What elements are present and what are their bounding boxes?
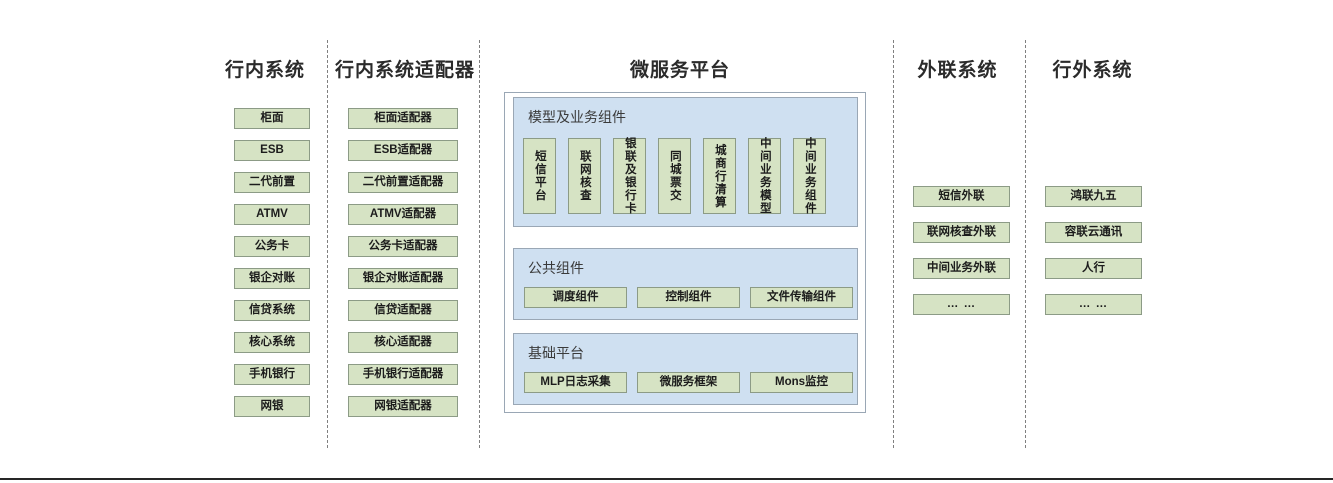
node-internal-adapter[interactable]: 核心适配器 xyxy=(348,332,458,353)
microservice-platform-frame xyxy=(504,92,866,413)
node-base-platform-component[interactable]: MLP日志采集 xyxy=(524,372,627,393)
column-divider-3 xyxy=(893,40,894,448)
column-divider-2 xyxy=(479,40,480,448)
node-external-link-system-more[interactable]: … … xyxy=(913,294,1010,315)
column-divider-1 xyxy=(327,40,328,448)
node-internal-system[interactable]: 信贷系统 xyxy=(234,300,310,321)
node-outside-bank-system[interactable]: 鸿联九五 xyxy=(1045,186,1142,207)
column-title-internal-adapters: 行内系统适配器 xyxy=(335,60,476,81)
node-base-platform-component[interactable]: 微服务框架 xyxy=(637,372,740,393)
panel-title-business-components: 模型及业务组件 xyxy=(528,109,626,125)
node-internal-system[interactable]: 核心系统 xyxy=(234,332,310,353)
node-external-link-system[interactable]: 短信外联 xyxy=(913,186,1010,207)
column-title-internal-systems: 行内系统 xyxy=(224,60,305,81)
node-business-component[interactable]: 中间业务模型 xyxy=(748,137,781,215)
node-public-component[interactable]: 调度组件 xyxy=(524,287,627,308)
column-title-microservice-platform: 微服务平台 xyxy=(629,60,730,81)
node-internal-adapter[interactable]: 二代前置适配器 xyxy=(348,172,458,193)
node-business-component[interactable]: 城商行清算 xyxy=(703,138,736,214)
column-title-external-link-systems: 外联系统 xyxy=(917,60,998,81)
column-title-outside-bank-systems: 行外系统 xyxy=(1052,60,1133,81)
node-internal-adapter[interactable]: ATMV适配器 xyxy=(348,204,458,225)
node-internal-system[interactable]: 手机银行 xyxy=(234,364,310,385)
column-divider-4 xyxy=(1025,40,1026,448)
node-base-platform-component[interactable]: Mons监控 xyxy=(750,372,853,393)
node-internal-adapter[interactable]: 手机银行适配器 xyxy=(348,364,458,385)
node-internal-system[interactable]: 公务卡 xyxy=(234,236,310,257)
node-internal-system[interactable]: 网银 xyxy=(234,396,310,417)
node-internal-adapter[interactable]: 柜面适配器 xyxy=(348,108,458,129)
panel-title-base-platform: 基础平台 xyxy=(528,345,584,361)
node-internal-system[interactable]: ESB xyxy=(234,140,310,161)
node-business-component[interactable]: 银联及银行卡 xyxy=(613,137,646,215)
node-business-component[interactable]: 短信平台 xyxy=(523,138,556,214)
node-internal-system[interactable]: 二代前置 xyxy=(234,172,310,193)
node-internal-system[interactable]: 银企对账 xyxy=(234,268,310,289)
bottom-rule xyxy=(0,478,1333,480)
panel-public-components: 公共组件 xyxy=(513,248,858,320)
node-outside-bank-system-more[interactable]: … … xyxy=(1045,294,1142,315)
node-outside-bank-system[interactable]: 人行 xyxy=(1045,258,1142,279)
node-outside-bank-system[interactable]: 容联云通讯 xyxy=(1045,222,1142,243)
node-business-component[interactable]: 联网核查 xyxy=(568,138,601,214)
node-internal-adapter[interactable]: 网银适配器 xyxy=(348,396,458,417)
panel-base-platform: 基础平台 xyxy=(513,333,858,405)
node-public-component[interactable]: 文件传输组件 xyxy=(750,287,853,308)
node-internal-system[interactable]: ATMV xyxy=(234,204,310,225)
node-business-component[interactable]: 中间业务组件 xyxy=(793,137,826,215)
panel-title-public-components: 公共组件 xyxy=(528,260,584,276)
node-external-link-system[interactable]: 中间业务外联 xyxy=(913,258,1010,279)
node-internal-adapter[interactable]: 银企对账适配器 xyxy=(348,268,458,289)
node-internal-system[interactable]: 柜面 xyxy=(234,108,310,129)
node-external-link-system[interactable]: 联网核查外联 xyxy=(913,222,1010,243)
node-business-component[interactable]: 同城票交 xyxy=(658,138,691,214)
node-internal-adapter[interactable]: ESB适配器 xyxy=(348,140,458,161)
node-internal-adapter[interactable]: 信贷适配器 xyxy=(348,300,458,321)
node-public-component[interactable]: 控制组件 xyxy=(637,287,740,308)
node-internal-adapter[interactable]: 公务卡适配器 xyxy=(348,236,458,257)
